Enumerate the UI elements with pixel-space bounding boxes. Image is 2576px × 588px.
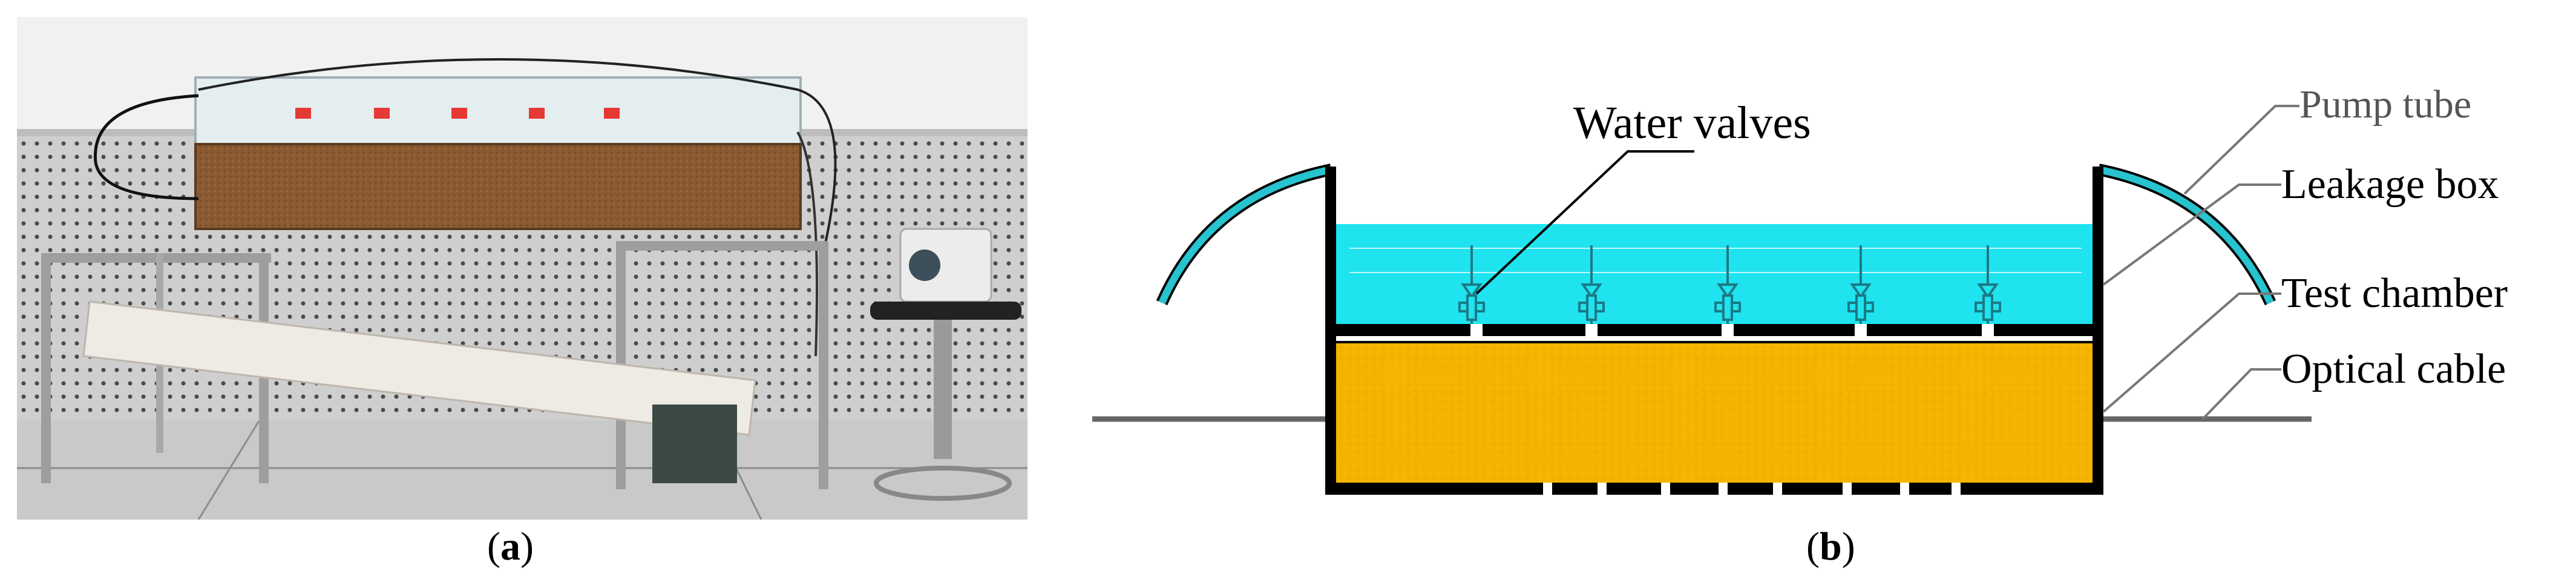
photo-floor	[17, 421, 1027, 520]
photo-valve	[604, 108, 620, 119]
leader-optical-cable	[2201, 368, 2281, 420]
soil-body	[1334, 343, 2094, 483]
leakage-box-wall-left	[1325, 167, 1336, 494]
callout-pump-tube: Pump tube	[2299, 82, 2472, 127]
photo-valve	[451, 108, 467, 119]
pump-tube-right	[2097, 164, 2276, 306]
water-valve-4	[1847, 245, 1874, 324]
panel-label-b-open: (	[1806, 524, 1820, 569]
photo-pump-stand	[870, 302, 1021, 320]
photo-drain-pipe	[82, 300, 756, 436]
panel-label-b: (b)	[1806, 524, 1855, 570]
pump-tube-left	[1156, 164, 1332, 306]
water-valve-2	[1578, 245, 1605, 324]
photo-cable	[198, 58, 837, 260]
water-valve-5	[1975, 245, 2001, 324]
callout-optical-cable: Optical cable	[2281, 346, 2506, 392]
photo-pump-stand-base	[874, 466, 1012, 501]
panel-label-b-letter: b	[1819, 524, 1842, 569]
pump-tube-right-fill	[2097, 166, 2274, 305]
water-valve-1	[1458, 245, 1485, 324]
photo-pump-stand-pole	[934, 320, 952, 459]
leader-test-chamber	[2102, 292, 2281, 413]
callout-test-chamber: Test chamber	[2281, 270, 2508, 317]
photo-bucket	[652, 405, 737, 483]
leader-pump-tube	[2183, 105, 2299, 195]
bottom-plate	[1325, 483, 2103, 495]
pump-tube-left-fill	[1158, 166, 1332, 305]
panel-label-a-letter: a	[500, 524, 520, 569]
leader-water-valves	[1475, 150, 1694, 295]
leader-leakage-box	[2102, 183, 2281, 286]
photo-valve	[295, 108, 311, 119]
panel-label-a: (a)	[487, 524, 534, 570]
photo-stand-leg	[819, 241, 828, 489]
photo-leakage-box	[194, 76, 802, 145]
photo-pump-head	[909, 249, 940, 281]
photo-stand-leg	[41, 253, 51, 483]
photo-right-stand	[616, 241, 828, 251]
water-valve-group	[1458, 245, 2001, 324]
panel-label-a-open: (	[487, 524, 500, 569]
photo-valve	[374, 108, 390, 119]
photo-test-chamber	[194, 143, 802, 230]
photo-floor-line	[197, 420, 260, 520]
photo-valve	[529, 108, 545, 119]
apparatus-photo	[17, 17, 1027, 520]
leakage-box-wall-right	[2093, 167, 2103, 494]
callout-water-valves: Water valves	[1573, 97, 1811, 148]
photo-cable	[93, 94, 199, 200]
callout-leakage-box: Leakage box	[2281, 161, 2499, 208]
water-valve-3	[1714, 245, 1741, 324]
separating-plate	[1334, 324, 2094, 336]
panel-label-b-close: )	[1841, 524, 1855, 569]
photo-cable	[796, 131, 818, 357]
panel-label-a-close: )	[520, 524, 534, 569]
